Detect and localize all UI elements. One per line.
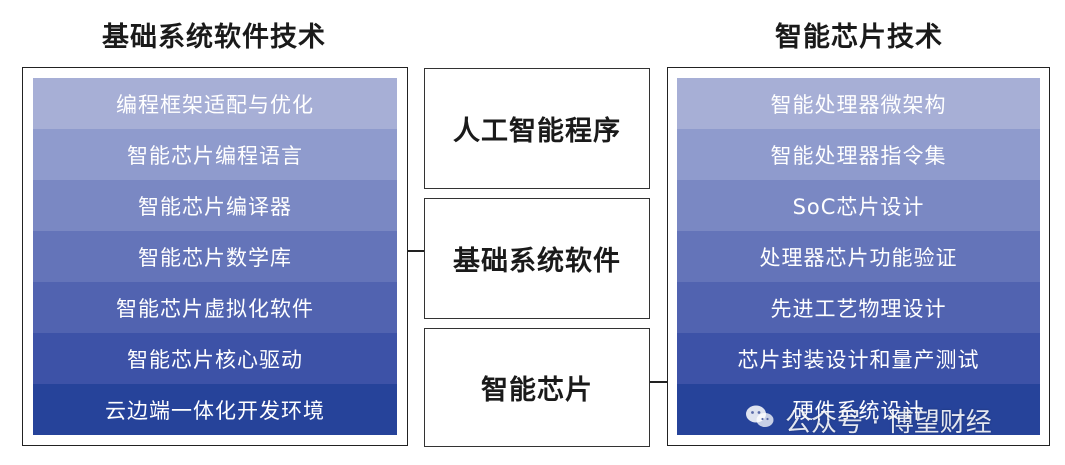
right-connector-line [650, 381, 667, 383]
list-item: 智能处理器指令集 [677, 129, 1040, 180]
list-item: 处理器芯片功能验证 [677, 231, 1040, 282]
ai-program-box: 人工智能程序 [424, 68, 650, 189]
system-software-panel: 编程框架适配与优化 智能芯片编程语言 智能芯片编译器 智能芯片数学库 智能芯片虚… [22, 67, 408, 446]
system-software-list: 编程框架适配与优化 智能芯片编程语言 智能芯片编译器 智能芯片数学库 智能芯片虚… [33, 78, 397, 435]
list-item: 编程框架适配与优化 [33, 78, 397, 129]
list-item: 智能芯片编程语言 [33, 129, 397, 180]
left-section-title: 基础系统软件技术 [102, 22, 326, 53]
chip-technology-panel: 智能处理器微架构 智能处理器指令集 SoC芯片设计 处理器芯片功能验证 先进工艺… [667, 67, 1050, 446]
system-software-box: 基础系统软件 [424, 198, 650, 319]
list-item: 云边端一体化开发环境 [33, 384, 397, 435]
right-section-title: 智能芯片技术 [775, 22, 943, 53]
list-item: 智能芯片数学库 [33, 231, 397, 282]
list-item: 智能芯片编译器 [33, 180, 397, 231]
list-item: 智能处理器微架构 [677, 78, 1040, 129]
list-item: 智能芯片核心驱动 [33, 333, 397, 384]
chip-technology-list: 智能处理器微架构 智能处理器指令集 SoC芯片设计 处理器芯片功能验证 先进工艺… [677, 78, 1040, 435]
list-item: 先进工艺物理设计 [677, 282, 1040, 333]
list-item: 智能芯片虚拟化软件 [33, 282, 397, 333]
list-item: SoC芯片设计 [677, 180, 1040, 231]
left-connector-line [408, 250, 424, 252]
smart-chip-box: 智能芯片 [424, 328, 650, 447]
list-item: 硬件系统设计 [677, 384, 1040, 435]
list-item: 芯片封装设计和量产测试 [677, 333, 1040, 384]
